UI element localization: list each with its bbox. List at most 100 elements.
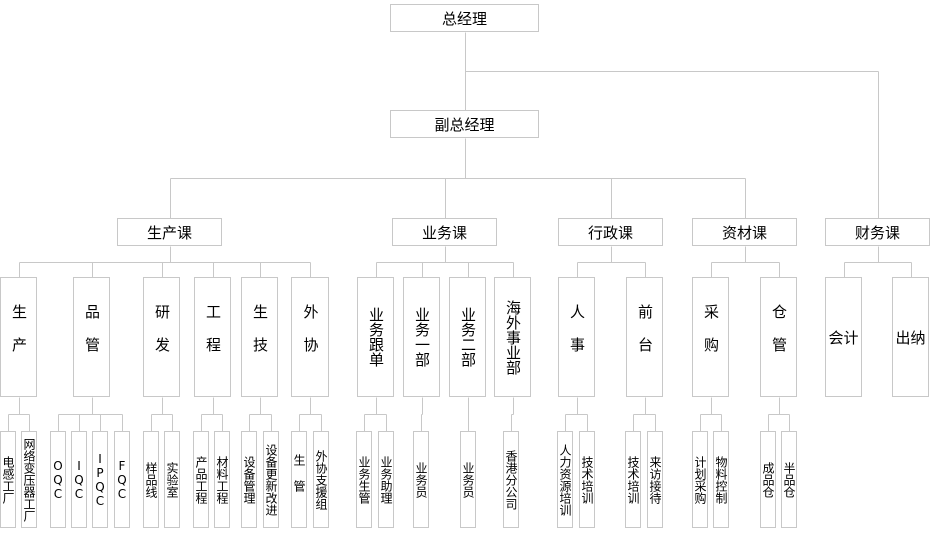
org-node-label: 仓管 [770,304,788,370]
org-node-label: 物料控制 [714,455,728,504]
org-node-label: 电感工厂 [1,455,15,504]
org-node-label: 业务课 [421,223,467,242]
org-node-level-2: 生产课 [117,218,222,246]
org-node-label: 网络变压器工厂 [22,437,36,522]
org-node-label: 财务课 [854,223,900,242]
org-node-level-4: 电感工厂 [0,431,16,528]
org-node-label: 研发 [153,304,171,370]
org-node-level-4: 来访接待 [647,431,663,528]
org-node-label: 来访接待 [648,455,662,504]
org-node-level-4: 产品工程 [193,431,209,528]
org-node-label: 生技 [251,304,269,370]
org-node-label: 总经理 [441,9,487,28]
org-node-label: 业务一部 [413,307,431,367]
org-node-level-3: 海外事业部 [494,277,531,397]
org-node-label: 材料工程 [215,455,229,504]
org-node-level-1: 财务课 [825,218,930,246]
org-node-level-4: 业务生管 [356,431,372,528]
org-node-label: 业务员 [461,461,475,498]
org-node-level-3: 前台 [626,277,663,397]
org-node-label: 样品线 [144,461,158,498]
org-node-label: 香港分公司 [504,449,518,510]
org-node-label: 业务生管 [357,455,371,504]
org-node-level-3: 业务二部 [449,277,486,397]
org-node-label: OQC [51,458,65,501]
org-node-level-3: 研发 [143,277,180,397]
org-node-label: 业务助理 [379,455,393,504]
org-node-level-3: 外协 [291,277,329,397]
org-node-label: 实验室 [165,461,179,498]
org-node-level-3: 业务跟单 [357,277,394,397]
org-node-level-4: 香港分公司 [503,431,519,528]
org-node-level-3: 品管 [73,277,110,397]
org-node-level-4: 半品仓 [781,431,797,528]
org-node-level-4: 外协支援组 [313,431,329,528]
org-node-label: 生管 [292,453,306,506]
org-node-level-1: 副总经理 [390,110,539,138]
org-node-label: 半品仓 [782,461,796,498]
org-node-level-4: 样品线 [143,431,159,528]
org-node-label: IPQC [93,451,107,508]
org-node-label: 副总经理 [434,115,495,134]
org-node-label: 海外事业部 [504,299,522,375]
org-node-level-3: 人事 [558,277,595,397]
org-node-label: 业务二部 [459,307,477,367]
org-node-label: 出纳 [895,328,926,347]
org-node-level-3: 业务一部 [403,277,440,397]
org-node-level-3: 生产 [0,277,37,397]
org-node-level-4: 材料工程 [214,431,230,528]
org-node-level-4: OQC [50,431,66,528]
org-node-level-3: 工程 [194,277,231,397]
org-node-label: 设备更新改进 [264,443,278,516]
org-node-level-4: 物料控制 [713,431,729,528]
org-node-label: 人力资源培训 [558,443,572,516]
org-node-level-4: 技术培训 [625,431,641,528]
org-node-level-4: 生管 [291,431,307,528]
org-node-level-2: 出纳 [892,277,929,397]
org-node-level-4: IPQC [92,431,108,528]
org-node-level-3: 采购 [692,277,729,397]
org-node-label: 外协支援组 [314,449,328,510]
org-node-level-3: 仓管 [760,277,797,397]
org-node-level-4: 计划采购 [692,431,708,528]
org-node-level-4: FQC [114,431,130,528]
org-node-label: 生产课 [146,223,192,242]
org-node-level-4: IQC [71,431,87,528]
org-node-label: 技术培训 [626,455,640,504]
org-node-level-4: 技术培训 [579,431,595,528]
org-node-label: 成品仓 [761,461,775,498]
org-node-level-2: 资材课 [692,218,797,246]
org-node-level-4: 人力资源培训 [557,431,573,528]
org-node-level-2: 会计 [825,277,862,397]
org-node-level-4: 业务助理 [378,431,394,528]
org-node-label: 业务员 [414,461,428,498]
org-node-label: 品管 [83,304,101,370]
org-node-level-4: 业务员 [413,431,429,528]
org-node-level-4: 成品仓 [760,431,776,528]
org-node-label: 计划采购 [693,455,707,504]
org-node-label: IQC [72,458,86,501]
org-node-label: 资材课 [721,223,767,242]
org-node-level-3: 生技 [241,277,278,397]
org-node-label: 业务跟单 [367,307,385,367]
org-node-label: 工程 [204,304,222,370]
org-node-label: FQC [115,458,129,501]
org-node-label: 采购 [702,304,720,370]
org-node-label: 产品工程 [194,455,208,504]
org-node-label: 技术培训 [580,455,594,504]
org-node-label: 生产 [10,304,28,370]
org-node-label: 外协 [301,304,320,370]
org-node-label: 行政课 [587,223,633,242]
org-node-root: 总经理 [390,4,539,32]
org-node-label: 人事 [568,304,586,370]
org-node-level-4: 业务员 [460,431,476,528]
org-node-level-4: 实验室 [164,431,180,528]
org-node-label: 前台 [636,304,654,370]
org-node-level-2: 业务课 [392,218,497,246]
org-node-label: 会计 [828,328,859,347]
org-node-level-4: 设备管理 [241,431,257,528]
org-node-level-4: 设备更新改进 [263,431,279,528]
org-node-level-2: 行政课 [558,218,663,246]
org-node-label: 设备管理 [242,455,256,504]
